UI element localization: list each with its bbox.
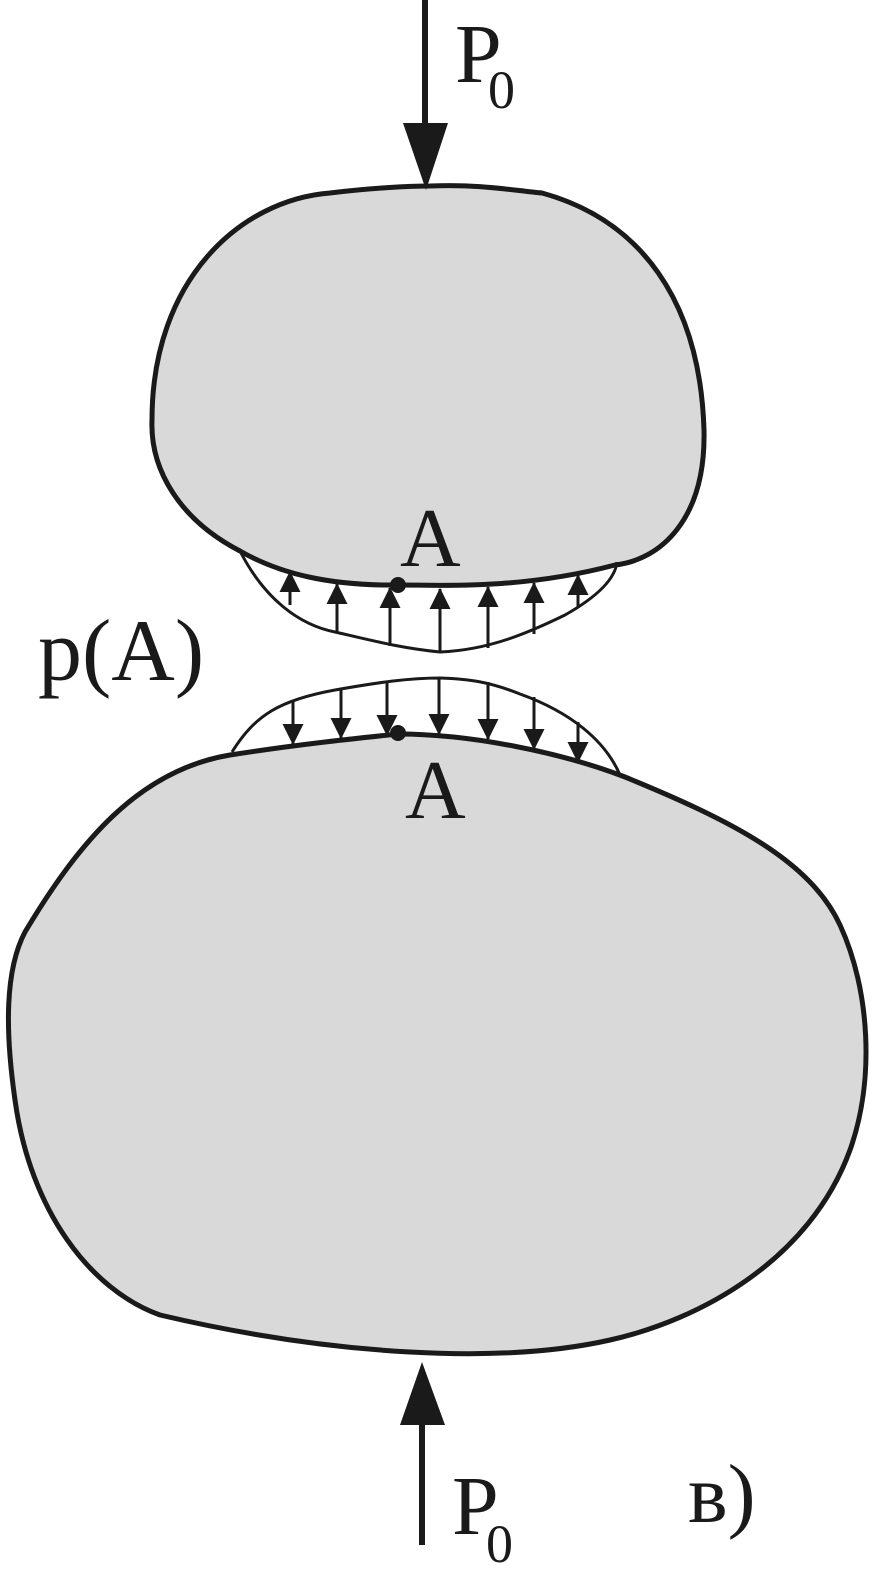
pressure-label: p(A): [38, 603, 204, 700]
force-label-bottom: P: [452, 1460, 499, 1553]
figure-tag: в): [688, 1448, 756, 1541]
point-label-upper: A: [400, 492, 461, 585]
top-force-arrow: [403, 0, 448, 190]
point-a-upper: [390, 577, 406, 593]
force-label-top: P: [455, 8, 502, 101]
upper-pressure-arrows: [279, 570, 589, 652]
lower-pressure-arrows: [282, 678, 589, 764]
force-subscript-top: 0: [488, 60, 515, 120]
lower-body: [5, 731, 869, 1357]
force-subscript-bottom: 0: [486, 1514, 513, 1574]
point-label-lower: A: [405, 744, 466, 837]
point-a-lower: [390, 725, 406, 741]
bottom-force-arrow: [400, 1362, 445, 1545]
